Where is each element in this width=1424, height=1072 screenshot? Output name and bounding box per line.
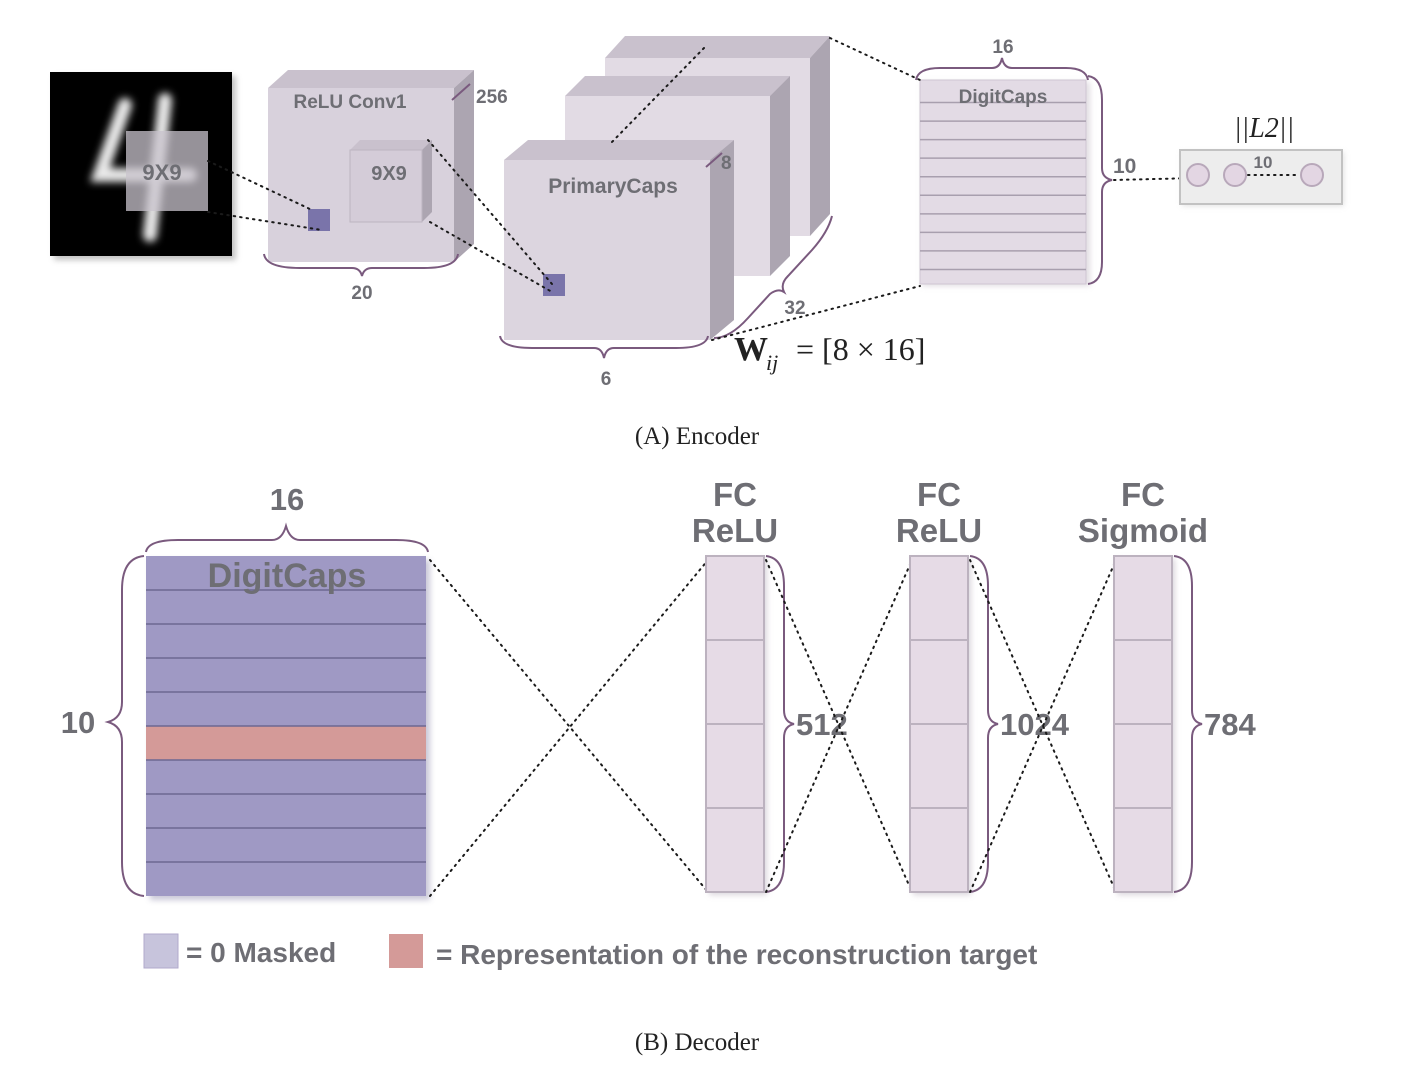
projection-line: [829, 37, 921, 81]
input-receptive-field: [126, 131, 208, 211]
conv1-unit-square: [308, 209, 330, 231]
input-image: 9X9: [50, 72, 236, 260]
projection-line: [1113, 177, 1197, 181]
fc-size-brace: [969, 555, 999, 893]
encoder-digitcaps-count-brace: [1087, 75, 1113, 285]
connection-line: [765, 559, 913, 893]
encoder-digitcaps-rows: [920, 101, 1086, 271]
output-capsule-circle: [1300, 163, 1324, 187]
conv1-label: ReLU Conv1: [294, 92, 407, 113]
target-capsule-row: [146, 726, 426, 760]
legend-target-swatch: [389, 934, 423, 968]
fc-size-brace: [1173, 555, 1203, 893]
primarycaps-grid-brace: [499, 335, 709, 359]
legend-masked-swatch: [143, 933, 179, 969]
decoder-digitcaps-count-label: 10: [61, 705, 95, 740]
projection-line: [207, 211, 323, 231]
conv1-width-brace: [263, 253, 459, 277]
fc-layer-type: FC: [713, 476, 757, 513]
fc-layer-activation: Sigmoid: [1078, 512, 1208, 549]
encoder-digitcaps-dim-brace: [915, 57, 1089, 81]
decoder-digitcaps-dim-label: 16: [270, 482, 304, 517]
conv1-kernel-label: 9X9: [371, 163, 407, 185]
fc-size-brace: [765, 555, 795, 893]
projection-line: [207, 160, 313, 211]
decoder-digitcaps-count-brace: [104, 555, 145, 897]
fc-layer-activation: ReLU: [692, 512, 778, 549]
encoder-digitcaps-label: DigitCaps: [959, 87, 1048, 108]
primarycaps-label: PrimaryCaps: [548, 175, 678, 198]
output-vector: 10 ||L2||: [1113, 113, 1344, 206]
primarycaps-dim-label: 8: [721, 153, 732, 174]
output-norm-label: ||L2||: [1234, 113, 1294, 144]
conv1-depth-tick: [451, 83, 471, 101]
projection-line: [429, 221, 553, 293]
primarycaps-grid-label: 6: [601, 369, 612, 390]
encoder-digitcaps-count-label: 10: [1113, 155, 1136, 178]
decoder-digitcaps-block: DigitCaps 16 10: [61, 482, 430, 900]
fc-layer-activation: ReLU: [896, 512, 982, 549]
fc-layer-size: 784: [1204, 707, 1256, 742]
conv1-width-label: 20: [351, 283, 372, 304]
fc-layer-size: 1024: [1000, 707, 1070, 742]
conv1-block: ReLU Conv1 9X9 20 256: [263, 70, 508, 304]
legend-target-label: = Representation of the reconstruction t…: [436, 939, 1037, 970]
conv1-kernel-cube: 9X9: [349, 140, 432, 223]
primarycaps-channels-label: 32: [784, 298, 805, 319]
primarycaps-block: PrimaryCaps 8 6 32: [499, 36, 833, 390]
connection-line: [969, 559, 1117, 893]
projection-line: [427, 139, 553, 285]
encoder-digitcaps-dim-label: 16: [992, 37, 1013, 58]
weight-dimensions: = [8 × 16]: [796, 331, 925, 367]
weight-subscript: ij: [766, 350, 778, 375]
output-capsule-circle: [1223, 163, 1247, 187]
encoder-section: 9X9 ReLU Conv1 9X9 20 256: [50, 36, 1344, 450]
decoder-caption: (B) Decoder: [635, 1029, 760, 1056]
primarycaps-channels-brace: [713, 215, 833, 339]
decoder-digitcaps-dim-brace: [145, 522, 429, 553]
output-capsule-circle: [1186, 163, 1210, 187]
encoder-digitcaps-block: DigitCaps 16 10: [915, 37, 1136, 286]
conv1-depth-label: 256: [476, 87, 508, 108]
connection-line: [429, 559, 709, 897]
output-count-label: 10: [1254, 153, 1273, 172]
weight-matrix-formula: W ij = [8 × 16]: [734, 331, 925, 375]
encoder-caption: (A) Encoder: [635, 423, 760, 450]
fc-layer-type: FC: [1121, 476, 1165, 513]
fc-layer-type: FC: [917, 476, 961, 513]
input-kernel-label: 9X9: [142, 160, 181, 185]
primarycaps-dim-tick: [705, 152, 723, 168]
legend: = 0 Masked = Representation of the recon…: [143, 933, 1037, 970]
connection-line: [429, 559, 709, 893]
legend-masked-label: = 0 Masked: [186, 937, 336, 968]
decoder-section: DigitCaps 16 10 FCReLU512FCReLU1024FCSig…: [61, 476, 1257, 1056]
decoder-digitcaps-label: DigitCaps: [208, 557, 367, 595]
weight-symbol: W: [734, 331, 768, 368]
decoder-digitcaps-rows: [146, 589, 426, 863]
projection-line: [611, 47, 705, 143]
